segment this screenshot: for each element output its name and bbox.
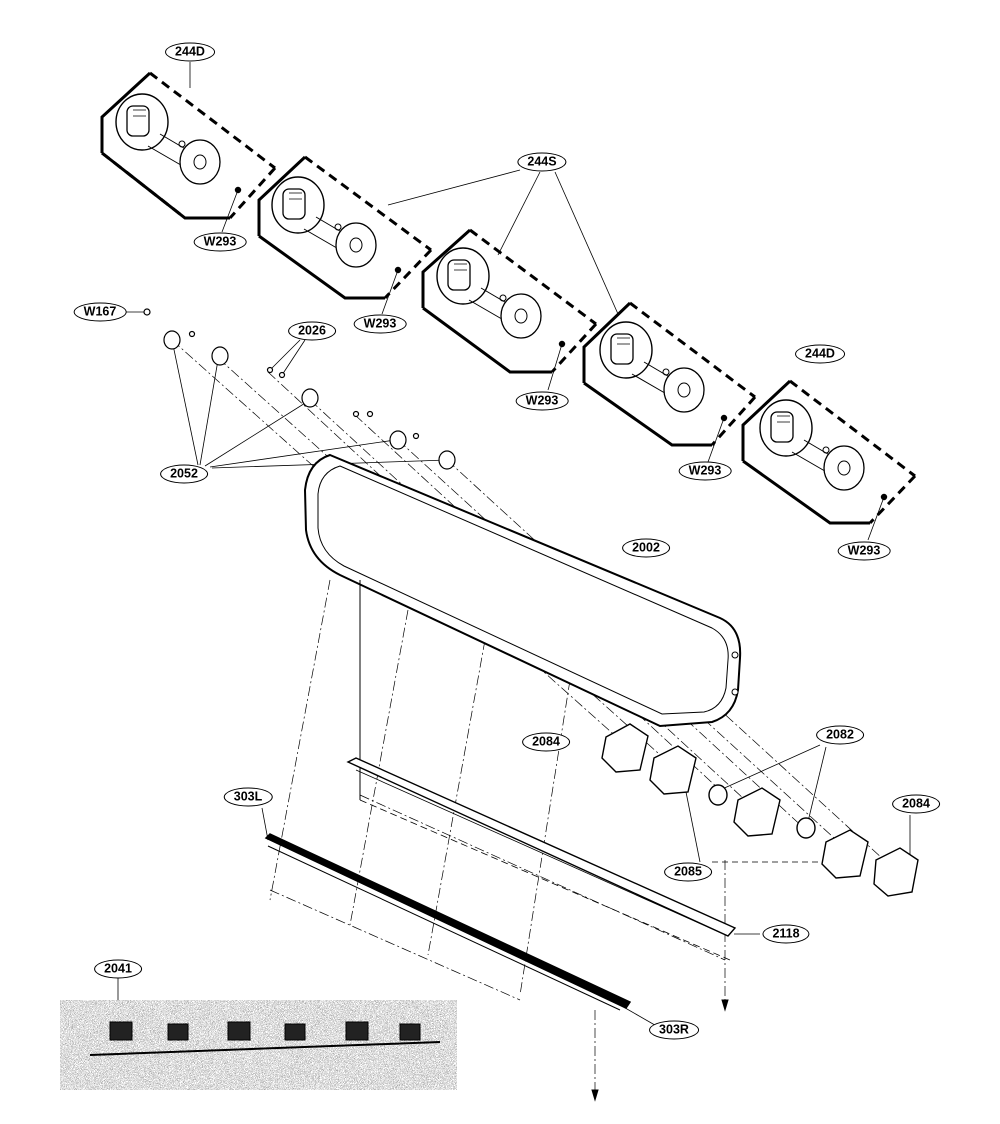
callout-2084-right[interactable]: 2084 <box>892 794 940 814</box>
button-caps <box>601 723 919 897</box>
callout-2082[interactable]: 2082 <box>816 725 864 745</box>
trim-strip-303 <box>264 833 632 1011</box>
light-guide-2118 <box>346 757 737 937</box>
control-panel-2002 <box>303 453 742 961</box>
pcb-2041 <box>60 1000 457 1090</box>
callout-244d-top[interactable]: 244D <box>165 42 215 62</box>
screws-w293 <box>234 186 888 501</box>
callout-w293-a[interactable]: W293 <box>193 232 247 252</box>
callout-2026[interactable]: 2026 <box>288 321 336 341</box>
knob-bracket-parts <box>143 308 456 470</box>
callout-244d-right[interactable]: 244D <box>795 344 845 364</box>
callout-244s[interactable]: 244S <box>517 152 567 172</box>
callout-w293-e[interactable]: W293 <box>837 541 891 561</box>
callout-w293-b[interactable]: W293 <box>353 314 407 334</box>
callout-2085[interactable]: 2085 <box>664 862 712 882</box>
callout-303r[interactable]: 303R <box>649 1020 699 1040</box>
knob-assembly-244d-right <box>741 379 917 525</box>
callout-w293-d[interactable]: W293 <box>678 461 732 481</box>
bottom-screws <box>591 999 729 1102</box>
knob-assembly-244s-1 <box>257 155 433 300</box>
callout-2118[interactable]: 2118 <box>762 924 810 944</box>
callout-2052[interactable]: 2052 <box>160 464 208 484</box>
callout-w293-c[interactable]: W293 <box>515 391 569 411</box>
knob-assembly-244d-top <box>100 71 277 220</box>
callout-2084-left[interactable]: 2084 <box>522 732 570 752</box>
callout-2041[interactable]: 2041 <box>94 959 142 979</box>
knob-assembly-244s-3 <box>582 301 757 447</box>
callout-w167[interactable]: W167 <box>73 302 127 322</box>
knob-assembly-244s-2 <box>421 228 598 374</box>
callout-2002[interactable]: 2002 <box>622 538 670 558</box>
callout-303l[interactable]: 303L <box>223 787 273 807</box>
